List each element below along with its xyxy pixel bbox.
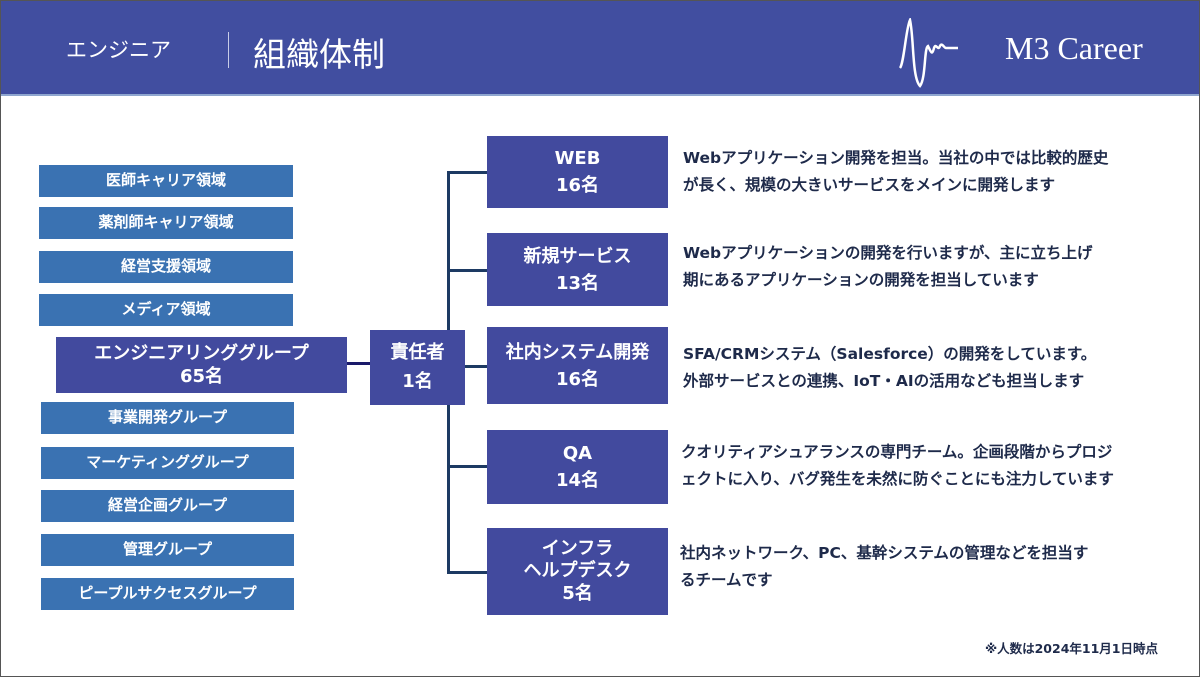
unit-box: 経営支援領域 bbox=[39, 251, 293, 283]
unit-box: 管理グループ bbox=[41, 534, 294, 566]
unit-label: 医師キャリア領域 bbox=[105, 171, 226, 190]
unit-box: 医師キャリア領域 bbox=[39, 165, 293, 197]
unit-box: ピープルサクセスグループ bbox=[41, 578, 294, 610]
connector-line bbox=[447, 171, 487, 174]
team-name: ヘルプデスク bbox=[523, 560, 632, 582]
desc-line: 外部サービスとの連携、IoT・AIの活用なども担当します bbox=[683, 372, 1085, 390]
connector-line bbox=[447, 465, 487, 468]
desc-line: Webアプリケーション開発を担当。当社の中では比較的歴史 bbox=[683, 149, 1109, 167]
team-box-new-service: 新規サービス 13名 bbox=[487, 233, 668, 306]
connector-line bbox=[447, 571, 487, 574]
unit-box: メディア領域 bbox=[39, 294, 293, 326]
head-name: 責任者 bbox=[390, 341, 445, 363]
unit-label: 薬剤師キャリア領域 bbox=[98, 213, 234, 232]
header-bar: エンジニア 組織体制 M3 Career bbox=[0, 0, 1200, 96]
page-title: 組織体制 bbox=[253, 35, 385, 74]
team-box-internal-system: 社内システム開発 16名 bbox=[487, 327, 668, 404]
team-name: 新規サービス bbox=[523, 245, 632, 267]
head-count: 1名 bbox=[402, 370, 433, 392]
team-description: 社内ネットワーク、PC、基幹システムの管理などを担当するチームです bbox=[680, 540, 1088, 594]
group-name: エンジニアリンググループ bbox=[94, 342, 309, 364]
waveform-logo-icon bbox=[898, 18, 958, 88]
team-description: Webアプリケーション開発を担当。当社の中では比較的歴史が長く、規模の大きいサー… bbox=[683, 145, 1108, 199]
footnote: ※人数は2024年11月1日時点 bbox=[984, 641, 1158, 656]
engineering-group-box: エンジニアリンググループ 65名 bbox=[56, 337, 347, 393]
unit-label: 経営企画グループ bbox=[107, 496, 228, 515]
team-count: 14名 bbox=[555, 470, 600, 491]
brand-name: M3 Career bbox=[1005, 30, 1143, 66]
desc-line: SFA/CRMシステム（Salesforce）の開発をしています。 bbox=[683, 345, 1097, 363]
desc-line: Webアプリケーションの開発を行いますが、主に立ち上げ bbox=[683, 244, 1093, 262]
unit-label: ピープルサクセスグループ bbox=[78, 584, 257, 603]
connector-line bbox=[447, 269, 487, 272]
team-description: SFA/CRMシステム（Salesforce）の開発をしています。外部サービスと… bbox=[683, 341, 1096, 395]
team-box-qa: QA 14名 bbox=[487, 430, 668, 504]
unit-label: 管理グループ bbox=[122, 540, 213, 559]
desc-line: 期にあるアプリケーションの開発を担当しています bbox=[683, 271, 1039, 289]
head-box: 責任者 1名 bbox=[370, 330, 465, 405]
desc-line: るチームです bbox=[680, 571, 773, 589]
team-count: 13名 bbox=[555, 272, 600, 294]
team-count: 5名 bbox=[562, 582, 593, 604]
unit-box: 経営企画グループ bbox=[41, 490, 294, 522]
connector-line bbox=[465, 365, 487, 368]
desc-line: が長く、規模の大きいサービスをメインに開発します bbox=[683, 176, 1056, 194]
team-count: 16名 bbox=[555, 175, 600, 196]
team-name: WEB bbox=[554, 148, 601, 169]
unit-box: マーケティンググループ bbox=[41, 447, 294, 479]
unit-label: マーケティンググループ bbox=[86, 453, 249, 472]
connector-line bbox=[347, 362, 370, 365]
unit-label: 事業開発グループ bbox=[107, 408, 228, 427]
team-name: インフラ bbox=[541, 537, 614, 559]
unit-box: 薬剤師キャリア領域 bbox=[39, 207, 293, 239]
section-subtitle: エンジニア bbox=[66, 38, 171, 62]
group-count: 65名 bbox=[179, 366, 224, 387]
unit-label: メディア領域 bbox=[121, 300, 211, 319]
unit-label: 経営支援領域 bbox=[120, 257, 211, 276]
desc-line: ェクトに入り、バグ発生を未然に防ぐことにも注力しています bbox=[681, 470, 1114, 488]
divider bbox=[228, 32, 229, 68]
unit-box: 事業開発グループ bbox=[41, 402, 294, 434]
team-description: クオリティアシュアランスの専門チーム。企画段階からプロジェクトに入り、バグ発生を… bbox=[681, 439, 1114, 493]
team-name: 社内システム開発 bbox=[505, 341, 650, 363]
team-box-web: WEB 16名 bbox=[487, 136, 668, 208]
desc-line: クオリティアシュアランスの専門チーム。企画段階からプロジ bbox=[681, 443, 1113, 461]
team-count: 16名 bbox=[555, 368, 600, 390]
desc-line: 社内ネットワーク、PC、基幹システムの管理などを担当す bbox=[680, 544, 1089, 562]
team-name: QA bbox=[562, 443, 593, 464]
team-description: Webアプリケーションの開発を行いますが、主に立ち上げ期にあるアプリケーションの… bbox=[683, 240, 1093, 294]
